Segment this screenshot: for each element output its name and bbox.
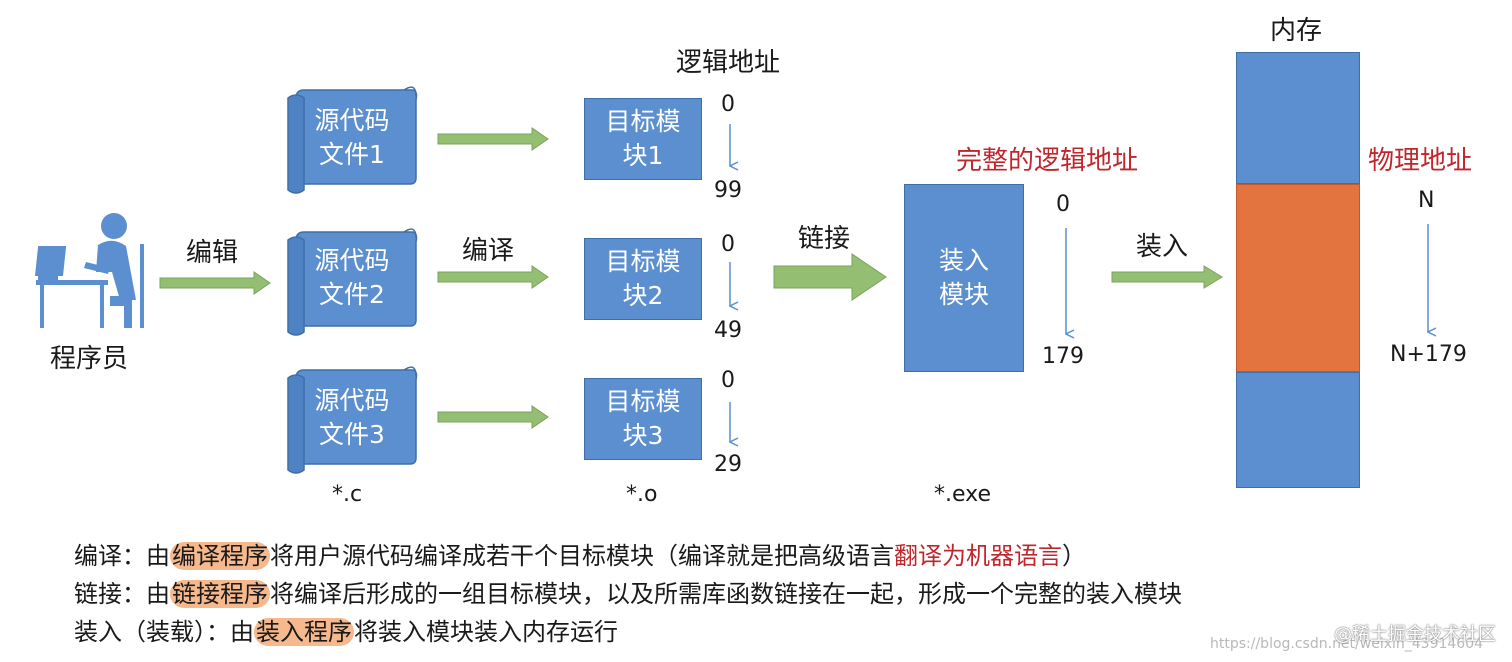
complete-logical-address-title: 完整的逻辑地址: [956, 146, 1139, 176]
source-file-1-line2: 文件1: [319, 140, 385, 169]
caption-link-text: 将编译后形成的一组目标模块，以及所需库函数链接在一起，形成一个完整的装入模块: [270, 580, 1182, 608]
module-2-start: 0: [721, 232, 735, 257]
load-module: 装入 模块: [904, 184, 1024, 372]
source-file-2-line1: 源代码: [314, 246, 390, 275]
source-file-3-line2: 文件3: [319, 420, 385, 449]
caption-load-label: 装入（装载）：由: [74, 618, 254, 646]
caption-compile-text: 将用户源代码编译成若干个目标模块（编译就是把高级语言: [270, 542, 894, 570]
edit-step-label: 编辑: [186, 238, 239, 268]
source-scroll-3: [287, 366, 418, 474]
source-file-1-line1: 源代码: [314, 106, 390, 135]
programmer-label: 程序员: [50, 344, 129, 374]
load-module-line1: 装入: [938, 246, 989, 275]
caption-link-label: 链接：由: [74, 580, 170, 608]
load-step-label: 装入: [1136, 232, 1189, 262]
source-file-1: 源代码 文件1: [292, 104, 412, 172]
load-module-end: 179: [1042, 344, 1084, 369]
load-module-line2: 模块: [938, 280, 989, 309]
load-module-start: 0: [1056, 192, 1070, 217]
caption-compile-highlight: 编译程序: [170, 542, 270, 570]
exe-extension: *.exe: [934, 482, 992, 507]
module-3-start: 0: [721, 368, 735, 393]
compile-arrow-1: [437, 127, 549, 151]
object-extension: *.o: [626, 482, 658, 507]
module-1-start: 0: [721, 92, 735, 117]
caption-load-highlight: 装入程序: [254, 618, 354, 646]
memory-free-bottom: [1236, 372, 1360, 488]
caption-compile: 编译：由编译程序将用户源代码编译成若干个目标模块（编译就是把高级语言翻译为机器语…: [74, 536, 1086, 571]
caption-compile-tail: ）: [1062, 542, 1086, 570]
compile-step-label: 编译: [462, 236, 515, 266]
object-module-3: 目标模 块3: [584, 378, 702, 460]
programmer-icon: [34, 213, 144, 328]
watermark-site: @稀土掘金技术社区: [1334, 624, 1496, 645]
memory-loaded-region: [1236, 184, 1360, 372]
source-file-2-line2: 文件2: [319, 280, 385, 309]
source-file-3-line1: 源代码: [314, 386, 390, 415]
physical-address-title: 物理地址: [1368, 146, 1473, 176]
object-module-3-line1: 目标模: [605, 387, 681, 416]
memory-title: 内存: [1270, 16, 1323, 46]
object-module-2: 目标模 块2: [584, 238, 702, 320]
source-scroll-1: [287, 86, 418, 194]
source-extension: *.c: [332, 482, 363, 507]
object-module-2-line1: 目标模: [605, 247, 681, 276]
module-2-end: 49: [714, 318, 742, 343]
compile-arrow-2: [437, 265, 549, 289]
compile-arrow-3: [437, 405, 549, 429]
caption-link-highlight: 链接程序: [170, 580, 270, 608]
edit-arrow: [159, 271, 271, 295]
memory-free-top: [1236, 52, 1360, 184]
caption-load-text: 将装入模块装入内存运行: [354, 618, 618, 646]
object-module-1-line2: 块1: [622, 141, 664, 170]
caption-link: 链接：由链接程序将编译后形成的一组目标模块，以及所需库函数链接在一起，形成一个完…: [74, 574, 1182, 609]
object-module-1-line1: 目标模: [605, 107, 681, 136]
object-module-1: 目标模 块1: [584, 98, 702, 180]
physical-end: N+179: [1390, 342, 1467, 367]
module-3-end: 29: [714, 452, 742, 477]
source-file-2: 源代码 文件2: [292, 244, 412, 312]
physical-start: N: [1418, 188, 1435, 213]
caption-load: 装入（装载）：由装入程序将装入模块装入内存运行: [74, 612, 618, 647]
object-module-3-line2: 块3: [622, 421, 664, 450]
watermark-url: https://blog.csdn.net/weixin_43914604: [1210, 636, 1484, 652]
link-step-label: 链接: [798, 224, 851, 254]
link-arrow: [773, 253, 887, 301]
load-arrow: [1111, 265, 1223, 289]
caption-compile-label: 编译：由: [74, 542, 170, 570]
source-file-3: 源代码 文件3: [292, 384, 412, 452]
object-module-2-line2: 块2: [622, 281, 664, 310]
caption-compile-red: 翻译为机器语言: [894, 542, 1062, 570]
logical-address-title: 逻辑地址: [676, 48, 781, 78]
module-1-end: 99: [714, 178, 742, 203]
source-scroll-2: [287, 228, 418, 336]
